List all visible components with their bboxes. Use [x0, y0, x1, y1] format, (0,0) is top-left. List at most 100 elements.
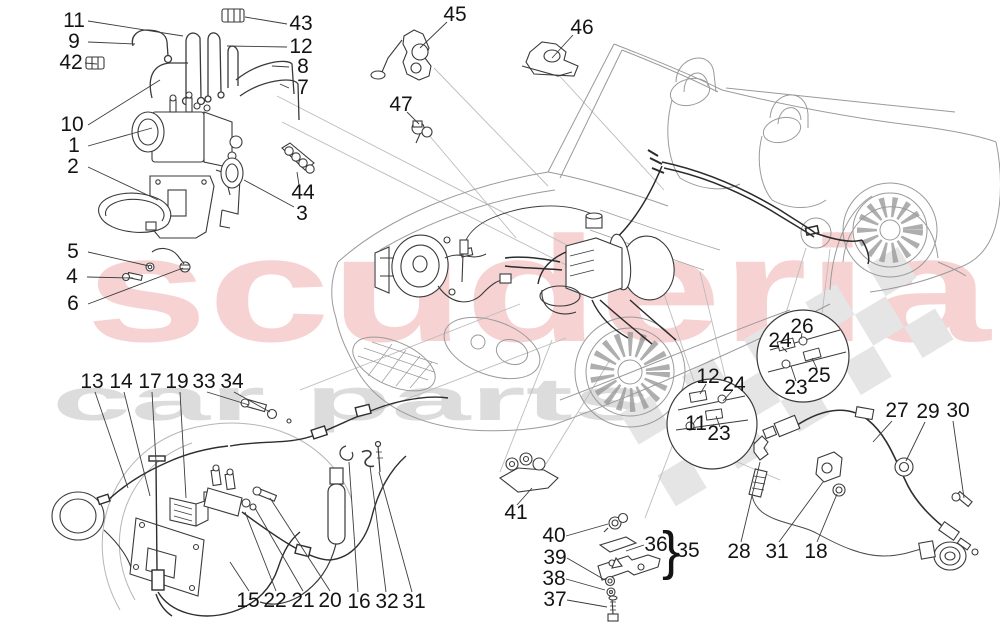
stud-point	[286, 418, 292, 424]
watermark-brand-text: scuderia	[86, 205, 993, 373]
part-callout-45: 45	[443, 3, 467, 26]
part-callout-32: 32	[375, 590, 399, 613]
union-strip-44	[281, 142, 315, 174]
part-callout-35: 35	[676, 539, 700, 562]
part-callout-24: 24	[722, 373, 746, 396]
part-callout-20: 20	[318, 589, 342, 612]
bracket-46	[521, 41, 579, 77]
washer-22	[241, 498, 251, 508]
part-callout-25: 25	[807, 364, 831, 387]
part-callout-19: 19	[165, 370, 189, 393]
part-callout-22: 22	[263, 589, 287, 612]
part-callout-12: 12	[289, 35, 313, 58]
part-callout-28: 28	[727, 540, 751, 563]
rear-wheel	[842, 182, 938, 278]
part-callout-18: 18	[804, 540, 828, 563]
brake-pipes-group	[131, 29, 300, 121]
part-callout-15: 15	[236, 589, 260, 612]
front-wheel	[574, 316, 686, 428]
abs-module-on-car	[459, 205, 677, 341]
mounting-plate	[129, 517, 205, 597]
part-callout-42: 42	[59, 51, 83, 74]
support-bracket-35	[597, 554, 661, 581]
front-grille	[352, 336, 439, 392]
part-callout-12: 12	[696, 365, 720, 388]
part-callout-11: 11	[63, 9, 85, 32]
part-callout-36: 36	[644, 533, 668, 556]
part-callout-14: 14	[109, 370, 133, 393]
part-callout-34: 34	[220, 370, 244, 393]
distribution-manifold	[203, 464, 243, 517]
part-callout-24: 24	[768, 329, 792, 352]
pin-31	[374, 440, 383, 473]
bolt-20	[252, 486, 278, 502]
s-clip-32	[361, 449, 375, 468]
bolt-4	[121, 271, 143, 282]
bracket-45	[370, 29, 432, 81]
part-callout-27: 27	[885, 399, 909, 422]
union-connector-43	[221, 8, 245, 23]
washer-21	[249, 503, 257, 511]
grommet-40	[603, 512, 629, 533]
pad-plate-36	[598, 536, 638, 553]
damper-hose-16	[259, 467, 346, 605]
brake-hoses	[96, 396, 449, 617]
part-callout-31: 31	[402, 590, 426, 613]
bolt-33	[240, 398, 268, 413]
part-callout-26: 26	[790, 315, 814, 338]
part-callout-44: 44	[291, 181, 315, 204]
screw-37	[607, 595, 619, 622]
grommet-29	[894, 457, 914, 477]
part-callout-30: 30	[946, 399, 970, 422]
part-callout-8: 8	[297, 55, 309, 78]
part-callout-37: 37	[543, 588, 567, 611]
part-callout-1: 1	[68, 134, 80, 157]
mid-union-detail-circle	[756, 309, 850, 403]
clip-47	[411, 120, 433, 144]
screw-30	[951, 490, 973, 508]
part-callout-43: 43	[289, 12, 313, 35]
part-callout-5: 5	[67, 240, 79, 263]
leader-lines	[84, 16, 965, 608]
part-callout-47: 47	[389, 93, 413, 116]
bracket-31	[815, 451, 843, 483]
part-callout-17: 17	[138, 370, 162, 393]
part-callout-23: 23	[707, 422, 731, 445]
fork-end-28	[753, 435, 769, 461]
cable-coupler	[773, 414, 801, 438]
part-callout-4: 4	[66, 265, 78, 288]
abs-module-exploded	[85, 8, 315, 282]
watermark: scuderia car parts	[52, 205, 993, 433]
part-callout-23: 23	[784, 376, 808, 399]
part-callout-39: 39	[543, 546, 567, 569]
part-callout-38: 38	[542, 567, 566, 590]
part-callout-31: 31	[765, 540, 789, 563]
hose-assembly-bottom-left	[51, 396, 449, 617]
part-callout-6: 6	[67, 292, 79, 315]
hydraulic-unit-1	[131, 91, 243, 169]
part-callout-46: 46	[570, 16, 594, 39]
part-callout-21: 21	[291, 589, 315, 612]
part-callout-7: 7	[297, 76, 309, 99]
part-callout-41: 41	[504, 501, 528, 524]
part-callout-9: 9	[68, 30, 80, 53]
part-callout-2: 2	[67, 155, 79, 178]
part-callout-10: 10	[60, 113, 84, 136]
body-union-marker-circle	[800, 217, 832, 249]
part-callout-33: 33	[192, 370, 216, 393]
hub-drum	[51, 491, 133, 573]
headlight	[443, 316, 541, 380]
grouping-brace: }	[661, 521, 681, 581]
part-callout-16: 16	[347, 590, 371, 613]
loop-bracket-3	[220, 157, 244, 196]
part-callout-40: 40	[542, 524, 566, 547]
part-callout-11: 11	[685, 412, 707, 435]
part-callout-29: 29	[916, 400, 940, 423]
handbrake-cable-assembly	[699, 406, 979, 571]
clip-6-shape	[339, 445, 354, 461]
front-brake-disc-detail	[374, 234, 512, 303]
construction-lines	[276, 67, 831, 519]
detail-circles	[666, 309, 850, 470]
